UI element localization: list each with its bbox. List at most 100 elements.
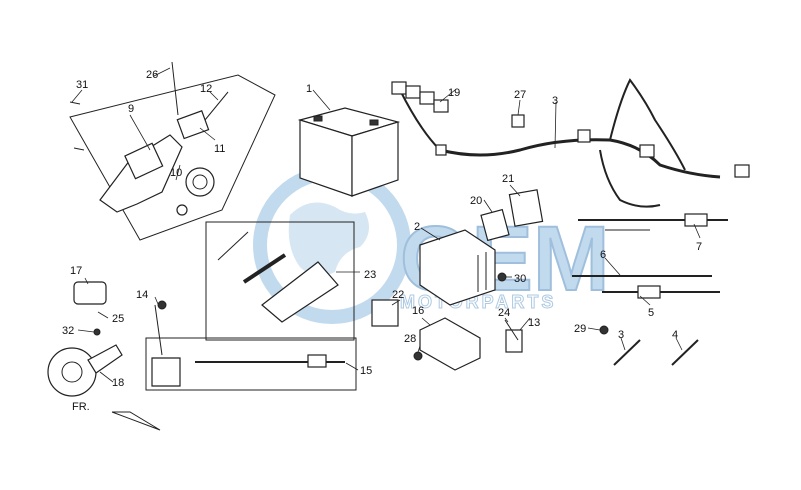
starter-relay-group	[145, 300, 357, 391]
callout-17: 17	[70, 265, 82, 277]
harness-branch-lower	[599, 149, 661, 208]
callout-16: 16	[412, 305, 424, 317]
bolt-shaft	[242, 253, 287, 284]
battery-side	[351, 121, 399, 197]
callout-28: 28	[404, 333, 416, 345]
callout-13: 13	[528, 317, 540, 329]
harness-trunk	[439, 138, 721, 179]
relays	[480, 189, 544, 242]
callout-2: 2	[414, 221, 420, 233]
horn-center	[61, 361, 83, 383]
key-small	[176, 204, 188, 216]
harness-branch-upper	[609, 78, 686, 171]
callout-15: 15	[360, 365, 372, 377]
starter-relay-16	[419, 317, 481, 371]
nut-14	[157, 300, 167, 310]
callout-3-cable: 3	[618, 329, 624, 341]
callout-10: 10	[170, 167, 182, 179]
ignition-switch-cylinder	[124, 142, 164, 180]
group-frame-15	[145, 337, 357, 391]
cable-7-boot	[684, 213, 708, 227]
battery-terminal-neg	[369, 119, 379, 126]
screw-31b	[73, 147, 85, 151]
callout-20: 20	[470, 195, 482, 207]
sensor-13	[505, 329, 523, 353]
bolt-29	[599, 325, 609, 335]
callout-3-harness: 3	[552, 95, 558, 107]
cable-3-loose	[613, 339, 641, 366]
pin-26	[171, 61, 179, 116]
battery-terminal-pos	[313, 115, 323, 122]
cable-5-boot	[637, 285, 661, 299]
sensor-17	[73, 281, 107, 305]
connector-19d	[433, 99, 449, 113]
callout-6: 6	[600, 249, 606, 261]
callout-1: 1	[306, 83, 312, 95]
relay-21	[508, 189, 544, 227]
sensor-24-lead	[504, 319, 519, 341]
callout-5: 5	[648, 307, 654, 319]
callout-9: 9	[128, 103, 134, 115]
fuse-30	[497, 272, 507, 282]
screw-31a	[69, 101, 81, 105]
callout-26: 26	[146, 69, 158, 81]
callout-14: 14	[136, 289, 148, 301]
horn-bracket	[87, 344, 123, 374]
group-frame-23	[205, 221, 355, 341]
ignition-switch-assembly	[69, 61, 276, 241]
callout-7: 7	[696, 241, 702, 253]
seat-lock	[176, 110, 210, 140]
group-frame-ignition	[69, 74, 276, 241]
callout-22: 22	[392, 289, 404, 301]
callout-19: 19	[448, 87, 460, 99]
right-cables	[572, 213, 728, 366]
callout-12: 12	[200, 83, 212, 95]
callout-32: 32	[62, 325, 74, 337]
relay-20	[480, 208, 510, 242]
starter-parts-center	[371, 272, 523, 371]
connector-19a	[391, 81, 407, 95]
cable-4-loose	[671, 339, 699, 366]
callout-31: 31	[76, 79, 88, 91]
cable-15-boot	[307, 354, 327, 368]
orientation-indicator: FR.	[72, 401, 161, 431]
bolt-28	[413, 351, 423, 361]
callout-25: 25	[112, 313, 124, 325]
connector-end-d	[734, 164, 750, 178]
watermark-continents	[288, 202, 369, 276]
callout-4: 4	[672, 329, 678, 341]
connector-end-c	[639, 144, 655, 158]
connector-end-a	[435, 144, 447, 156]
horn-assembly	[47, 281, 123, 397]
regulator-body	[419, 229, 496, 306]
orientation-arrow	[111, 411, 161, 431]
bracket-plate	[261, 261, 339, 323]
connector-end-b	[577, 129, 591, 143]
leader-lines	[71, 67, 701, 383]
seat-lock-cable	[204, 91, 229, 121]
callout-21: 21	[502, 173, 514, 185]
callout-18: 18	[112, 377, 124, 389]
callout-24: 24	[498, 307, 510, 319]
connector-27	[511, 114, 525, 128]
screw-32	[93, 328, 101, 336]
battery	[297, 107, 401, 197]
main-wiring-harness	[391, 78, 750, 208]
callout-30: 30	[514, 273, 526, 285]
callout-27: 27	[514, 89, 526, 101]
bracket-group-23	[205, 221, 355, 341]
orientation-label: FR.	[72, 401, 90, 413]
connector-19c	[419, 91, 435, 105]
callout-labels: 1 2 3 3 4 5 6 7 9 10 11 12 13 14 15 16 1…	[62, 69, 702, 389]
connector-19b	[405, 85, 421, 99]
starter-relay-body	[151, 357, 181, 387]
callout-11: 11	[214, 143, 225, 155]
callout-29: 29	[574, 323, 586, 335]
callout-23: 23	[364, 269, 376, 281]
fuel-cap-lock	[185, 167, 215, 197]
regulator-rectifier	[419, 229, 496, 306]
rod-14	[154, 304, 163, 356]
tool-rod	[217, 231, 249, 261]
fuel-cap-lock-inner	[192, 174, 208, 190]
